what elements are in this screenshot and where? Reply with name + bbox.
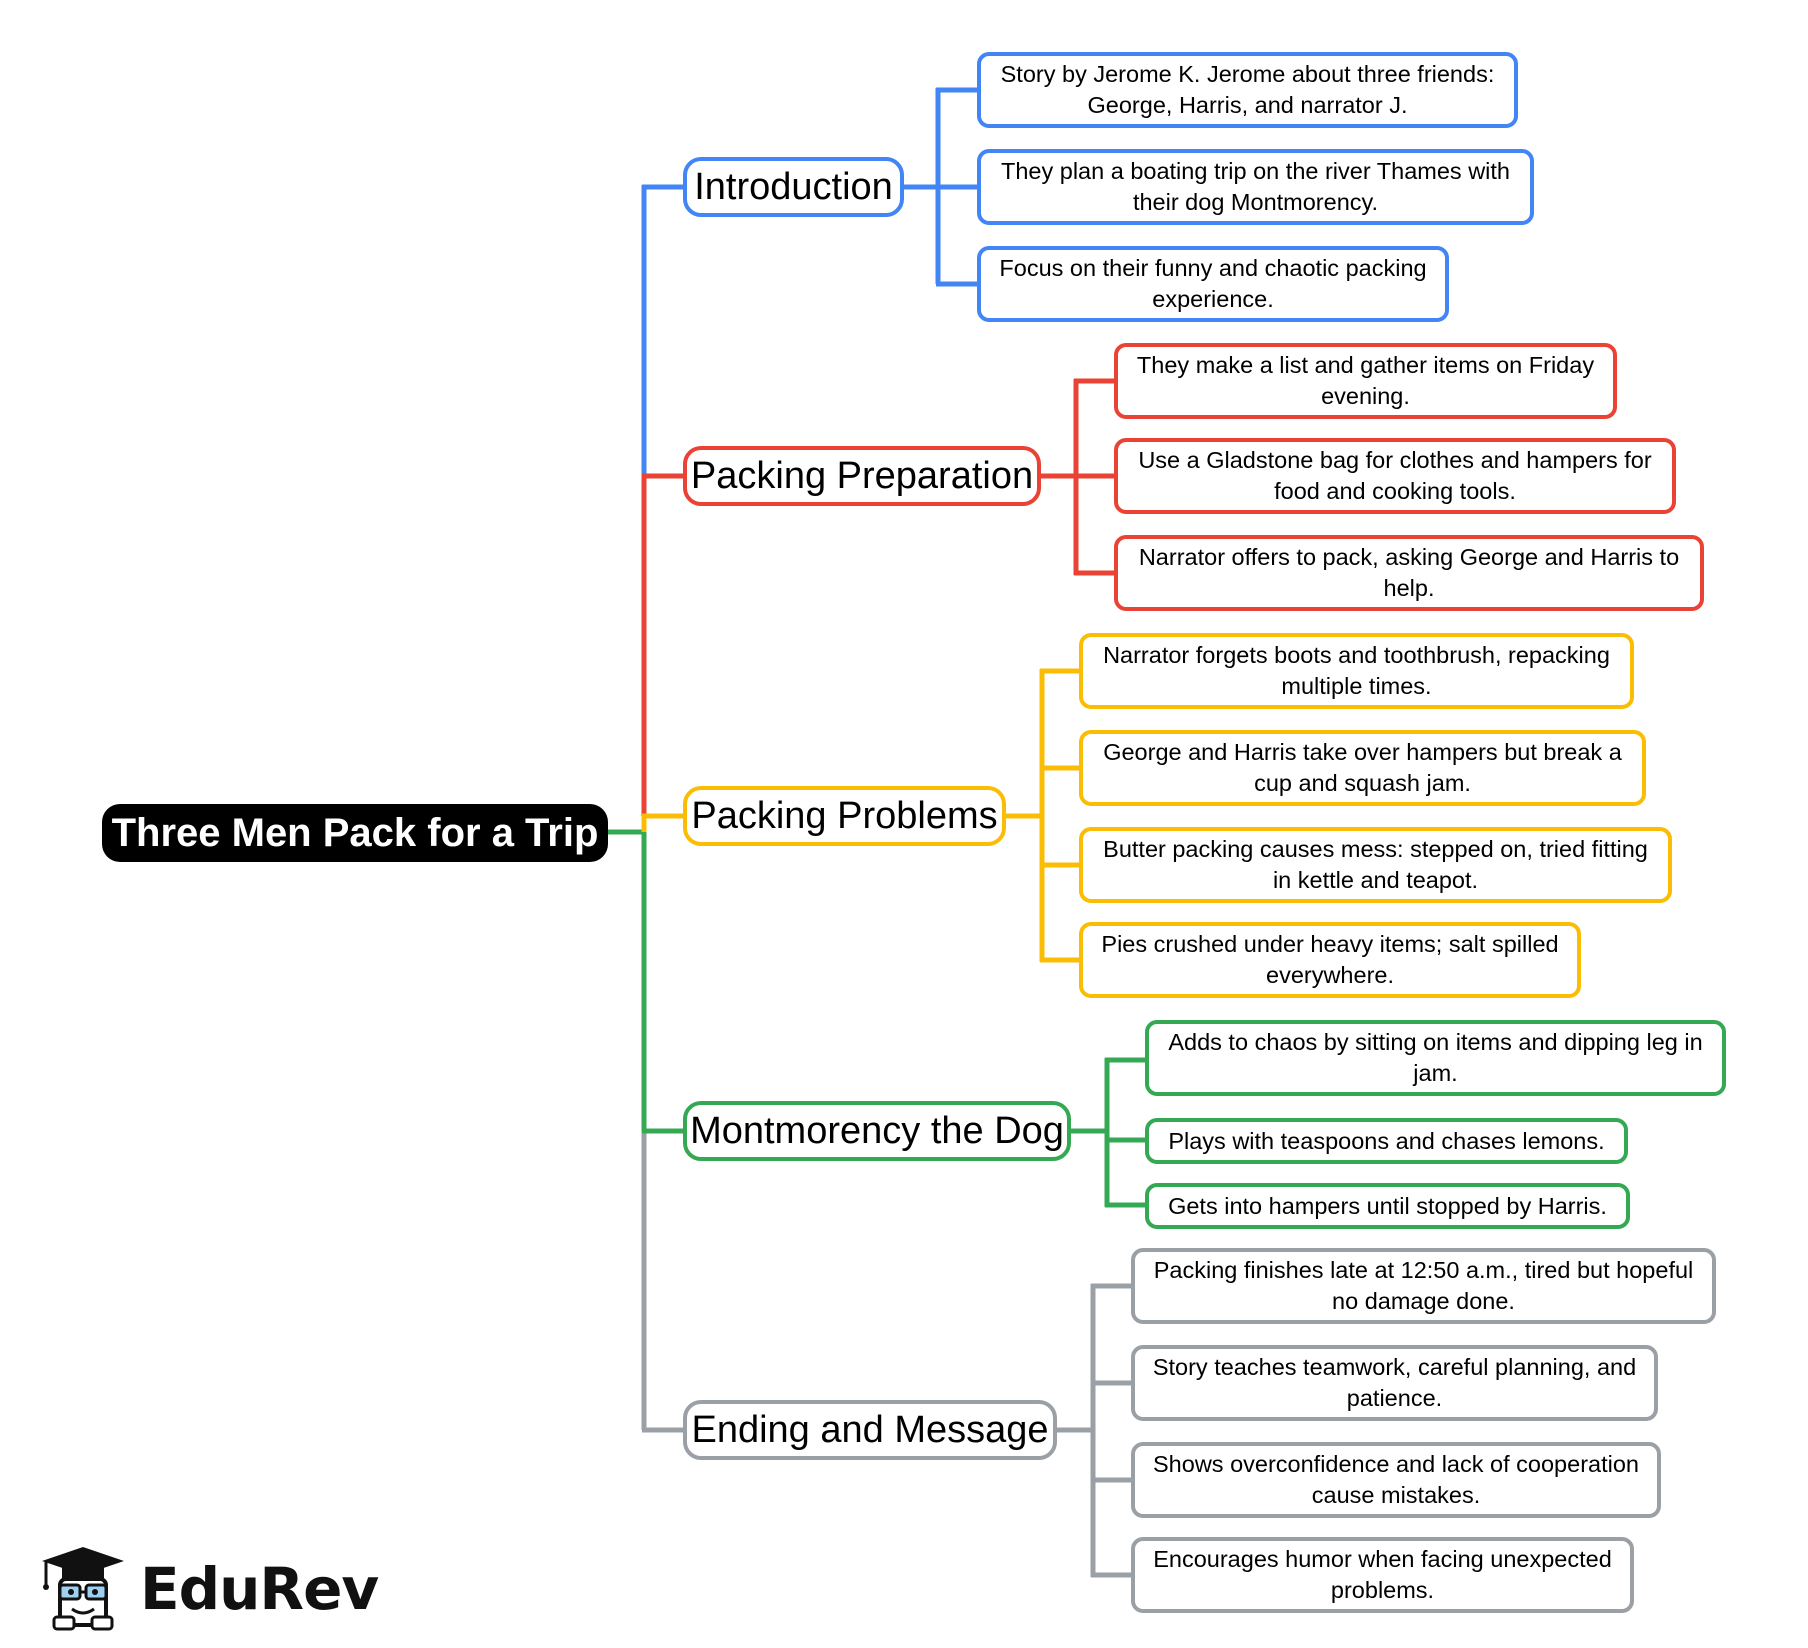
leaf-text: Plays with teaspoons and chases lemons. [1168, 1127, 1605, 1154]
leaf-text: George and Harris take over hampers but … [1103, 739, 1622, 796]
leaf-node: George and Harris take over hampers but … [1079, 730, 1646, 806]
logo-text: EduRev [140, 1555, 379, 1623]
branch-label: Packing Problems [691, 794, 998, 837]
leaf-text: Narrator offers to pack, asking George a… [1138, 544, 1680, 601]
leaf-node: Butter packing causes mess: stepped on, … [1079, 827, 1672, 903]
leaf-connectors-ending [1055, 1283, 1131, 1578]
leaf-connectors-packing-preparation [1039, 378, 1114, 576]
leaf-connectors-packing-problems [1004, 668, 1079, 963]
leaf-text: Story by Jerome K. Jerome about three fr… [1000, 61, 1495, 118]
leaf-node: Encourages humor when facing unexpected … [1131, 1537, 1634, 1613]
leaf-text: Packing finishes late at 12:50 a.m., tir… [1153, 1257, 1694, 1314]
branch-label: Packing Preparation [690, 454, 1034, 497]
leaf-node: Gets into hampers until stopped by Harri… [1145, 1183, 1630, 1229]
leaf-node: Story by Jerome K. Jerome about three fr… [977, 52, 1518, 128]
leaf-text: Encourages humor when facing unexpected … [1153, 1546, 1612, 1603]
branch-packing-problems: Packing Problems [683, 786, 1006, 846]
leaf-node: Packing finishes late at 12:50 a.m., tir… [1131, 1248, 1716, 1324]
edurev-logo: EduRev [38, 1545, 379, 1633]
branch-label: Montmorency the Dog [690, 1109, 1064, 1152]
leaf-node: Focus on their funny and chaotic packing… [977, 246, 1449, 322]
graduation-cap-mascot-icon [42, 1547, 124, 1631]
leaf-node: Narrator forgets boots and toothbrush, r… [1079, 633, 1634, 709]
branch-packing-preparation: Packing Preparation [683, 446, 1041, 506]
leaf-text: Shows overconfidence and lack of coopera… [1153, 1451, 1639, 1508]
leaf-connectors-introduction [902, 87, 977, 287]
leaf-node: Plays with teaspoons and chases lemons. [1145, 1118, 1628, 1164]
leaf-text: Gets into hampers until stopped by Harri… [1168, 1192, 1607, 1219]
leaf-node: They plan a boating trip on the river Th… [977, 149, 1534, 225]
leaf-node: Story teaches teamwork, careful planning… [1131, 1345, 1658, 1421]
leaf-text: They make a list and gather items on Fri… [1136, 352, 1595, 409]
root-node: Three Men Pack for a Trip [102, 804, 608, 862]
leaf-text: Focus on their funny and chaotic packing… [999, 255, 1427, 312]
leaf-text: Adds to chaos by sitting on items and di… [1168, 1029, 1703, 1086]
leaf-node: They make a list and gather items on Fri… [1114, 343, 1617, 419]
leaf-text: Butter packing causes mess: stepped on, … [1103, 836, 1648, 893]
branch-montmorency-the-dog: Montmorency the Dog [683, 1101, 1071, 1161]
branch-label: Introduction [694, 165, 893, 208]
branch-introduction: Introduction [683, 157, 904, 217]
leaf-text: Story teaches teamwork, careful planning… [1152, 1354, 1637, 1411]
leaf-text: Use a Gladstone bag for clothes and hamp… [1138, 447, 1652, 504]
branch-ending-and-message: Ending and Message [683, 1400, 1057, 1460]
leaf-node: Narrator offers to pack, asking George a… [1114, 535, 1704, 611]
leaf-node: Pies crushed under heavy items; salt spi… [1079, 922, 1581, 998]
branch-label: Ending and Message [691, 1408, 1049, 1451]
root-label: Three Men Pack for a Trip [111, 810, 599, 855]
leaf-text: Narrator forgets boots and toothbrush, r… [1103, 642, 1610, 699]
leaf-text: Pies crushed under heavy items; salt spi… [1101, 931, 1559, 988]
leaf-text: They plan a boating trip on the river Th… [1000, 158, 1510, 215]
leaf-connectors-montmorency [1069, 1057, 1145, 1208]
leaf-node: Adds to chaos by sitting on items and di… [1145, 1020, 1726, 1096]
leaf-node: Use a Gladstone bag for clothes and hamp… [1114, 438, 1676, 514]
leaf-node: Shows overconfidence and lack of coopera… [1131, 1442, 1661, 1518]
